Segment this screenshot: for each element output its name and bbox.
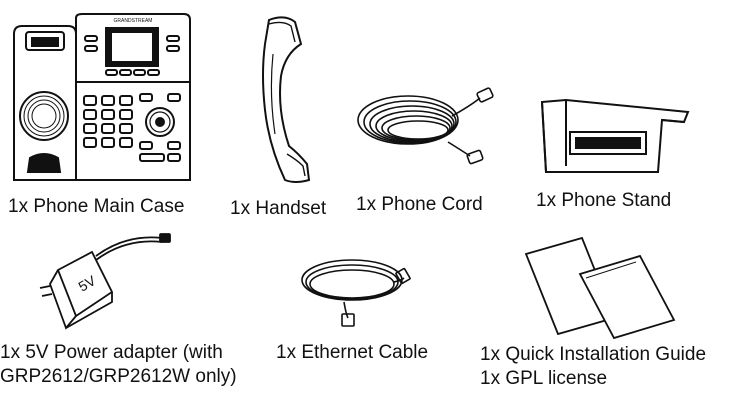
phone-main-case-caption: 1x Phone Main Case [8,196,185,217]
phone-cord-caption: 1x Phone Cord [356,194,483,215]
guide-caption-line2: 1x GPL license [480,368,608,389]
phone-brand-label: GRANDSTREAM [114,18,153,24]
adapter-5v-label: 5V [76,272,99,295]
printed-documents-illustration [524,234,684,340]
handset-illustration [255,14,317,184]
ethernet-cable-caption: 1x Ethernet Cable [276,342,429,363]
phone-main-case-illustration: GRANDSTREAM [8,12,196,187]
ethernet-cable-illustration [298,250,418,330]
phone-cord-illustration [352,86,508,168]
phone-stand-caption: 1x Phone Stand [536,190,672,211]
handset-caption: 1x Handset [230,198,327,219]
guide-caption-line1: 1x Quick Installation Guide [480,344,707,365]
power-adapter-caption-line2: GRP2612/GRP2612W only) [0,366,237,387]
phone-stand-illustration [538,96,692,178]
power-adapter-illustration: 5V [36,230,176,332]
power-adapter-caption-line1: 1x 5V Power adapter (with [0,342,223,363]
